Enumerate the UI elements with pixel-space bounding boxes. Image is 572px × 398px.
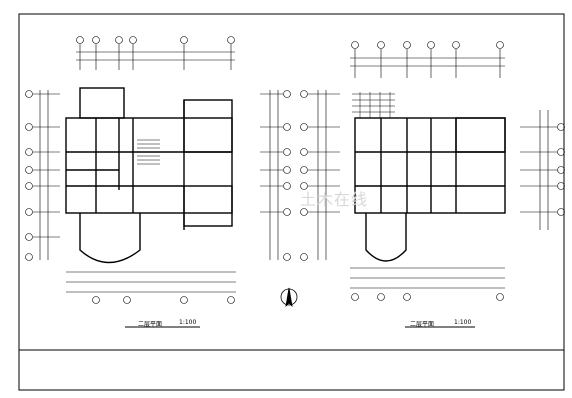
left-plan-scale: 1:100 xyxy=(179,319,197,326)
left-right-axis-bubbles xyxy=(260,90,291,261)
left-top-axis-bubbles xyxy=(76,36,235,70)
left-side-axis-bubbles xyxy=(25,90,60,261)
right-plan-scale: 1:100 xyxy=(454,319,472,326)
left-plan-title: 二层平面 xyxy=(138,321,163,328)
right-bottom-dimensions xyxy=(350,267,505,301)
right-plan-balcony-grid xyxy=(352,92,395,118)
sheet-border xyxy=(18,13,565,391)
left-bottom-dimensions xyxy=(66,271,236,304)
right-floor-plan xyxy=(300,41,565,328)
left-plan-stair xyxy=(137,139,160,165)
right-top-axis-bubbles xyxy=(350,41,505,78)
right-plan-walls xyxy=(354,117,506,262)
left-plan-walls xyxy=(65,87,233,264)
right-left-axis-bubbles xyxy=(300,90,340,261)
north-arrow-icon xyxy=(280,287,298,308)
right-plan-title: 二层平面 xyxy=(410,321,435,328)
right-right-axis-bubbles xyxy=(520,110,565,230)
left-floor-plan xyxy=(25,36,291,328)
watermark-text: 土木在线 xyxy=(300,190,369,209)
